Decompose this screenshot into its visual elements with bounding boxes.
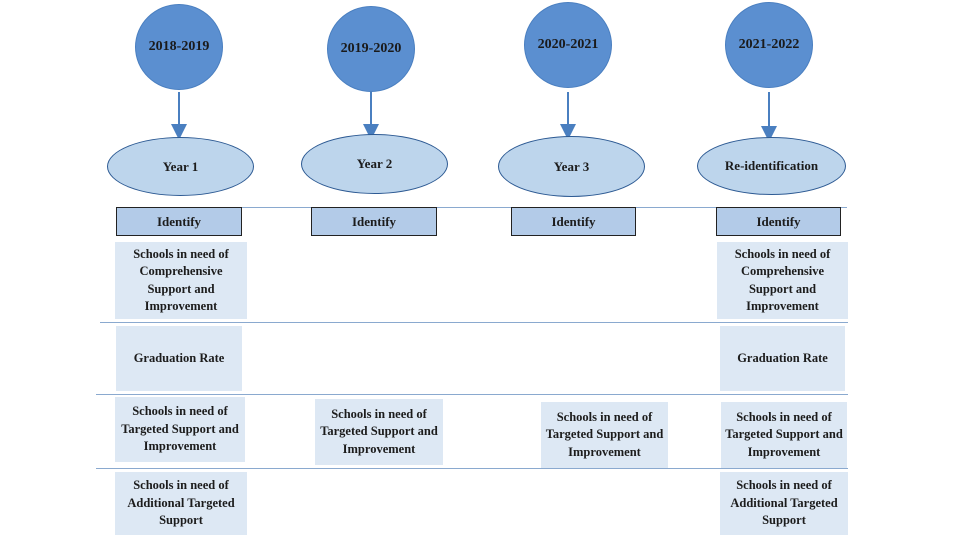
year-ellipse-4: Re-identification [697,137,846,195]
targeted-support-cell-year-1: Schools in need of Targeted Support and … [115,397,245,462]
identify-box-4: Identify [716,207,841,236]
identify-box-3: Identify [511,207,636,236]
year-ellipse-3: Year 3 [498,136,645,197]
school-year-circle-1: 2018-2019 [135,4,223,90]
additional-support-cell-reidentification: Schools in need of Additional Targeted S… [720,472,848,535]
comprehensive-support-cell-reidentification: Schools in need of Comprehensive Support… [717,242,848,319]
additional-support-cell-year-1: Schools in need of Additional Targeted S… [115,472,247,535]
targeted-support-cell-year-3: Schools in need of Targeted Support and … [541,402,668,468]
targeted-support-cell-reidentification: Schools in need of Targeted Support and … [721,402,847,468]
targeted-support-cell-year-2: Schools in need of Targeted Support and … [315,399,443,465]
identify-box-2: Identify [311,207,437,236]
school-year-circle-4: 2021-2022 [725,2,813,88]
graduation-rate-cell-reidentification: Graduation Rate [720,326,845,391]
row-separator [100,322,848,323]
year-ellipse-1: Year 1 [107,137,254,196]
row-separator [96,394,848,395]
graduation-rate-cell-year-1: Graduation Rate [116,326,242,391]
school-year-circle-3: 2020-2021 [524,2,612,88]
year-ellipse-2: Year 2 [301,134,448,194]
row-separator [96,468,848,469]
identify-box-1: Identify [116,207,242,236]
school-year-circle-2: 2019-2020 [327,6,415,92]
identify-row-line [117,207,847,208]
comprehensive-support-cell-year-1: Schools in need of Comprehensive Support… [115,242,247,319]
